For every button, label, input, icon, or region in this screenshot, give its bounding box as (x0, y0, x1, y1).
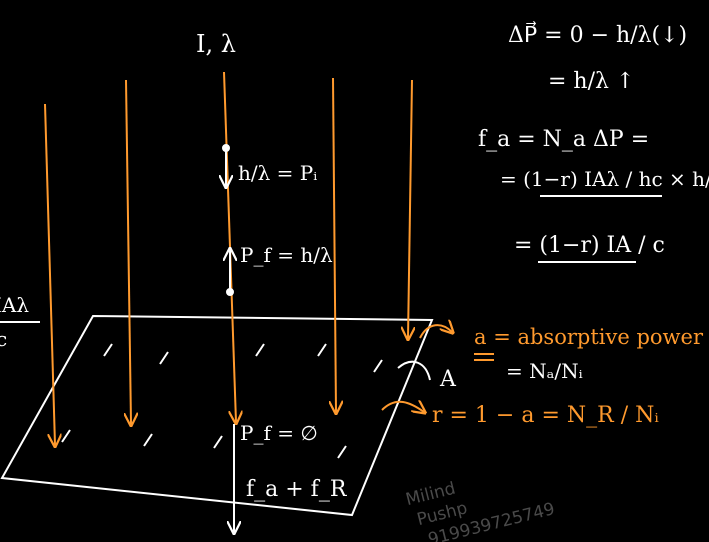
source-label: I, λ (196, 30, 236, 58)
momentum-arrows (223, 144, 431, 532)
area-label: A (439, 367, 457, 392)
delta-p-result: = h/λ ↑ (548, 69, 634, 94)
incident-rays (44, 71, 412, 445)
absorptive-ratio: = Nₐ/Nᵢ (506, 359, 583, 383)
edge-fragment-numerator: IAλ (0, 293, 29, 317)
fa-equation-1: f_a = N_a ΔP = (478, 127, 649, 152)
fraction-bars (0, 195, 662, 323)
fa-equation-2: = (1−r) IAλ / hc × h/λ (500, 167, 709, 191)
absorbing-surface (0, 314, 434, 517)
force-sum-label: f_a + f_R (246, 477, 348, 502)
watermark: Milind Pushp 919939725749 (404, 479, 557, 542)
absorptive-power-label: a = absorptive power (474, 325, 704, 349)
initial-momentum-label: h/λ = Pᵢ (238, 161, 317, 185)
delta-p-equation: ΔP⃗ = 0 − h/λ(↓) (508, 21, 687, 48)
final-momentum-label: P_f = h/λ (240, 243, 333, 267)
final-momentum-zero-label: P_f = ∅ (240, 421, 318, 445)
reflectivity-equation: r = 1 − a = N_R / Nᵢ (432, 403, 659, 428)
fa-equation-3: = (1−r) IA / c (514, 233, 665, 258)
edge-fragment-denominator: c (0, 327, 7, 351)
callout-arrows (381, 325, 494, 412)
